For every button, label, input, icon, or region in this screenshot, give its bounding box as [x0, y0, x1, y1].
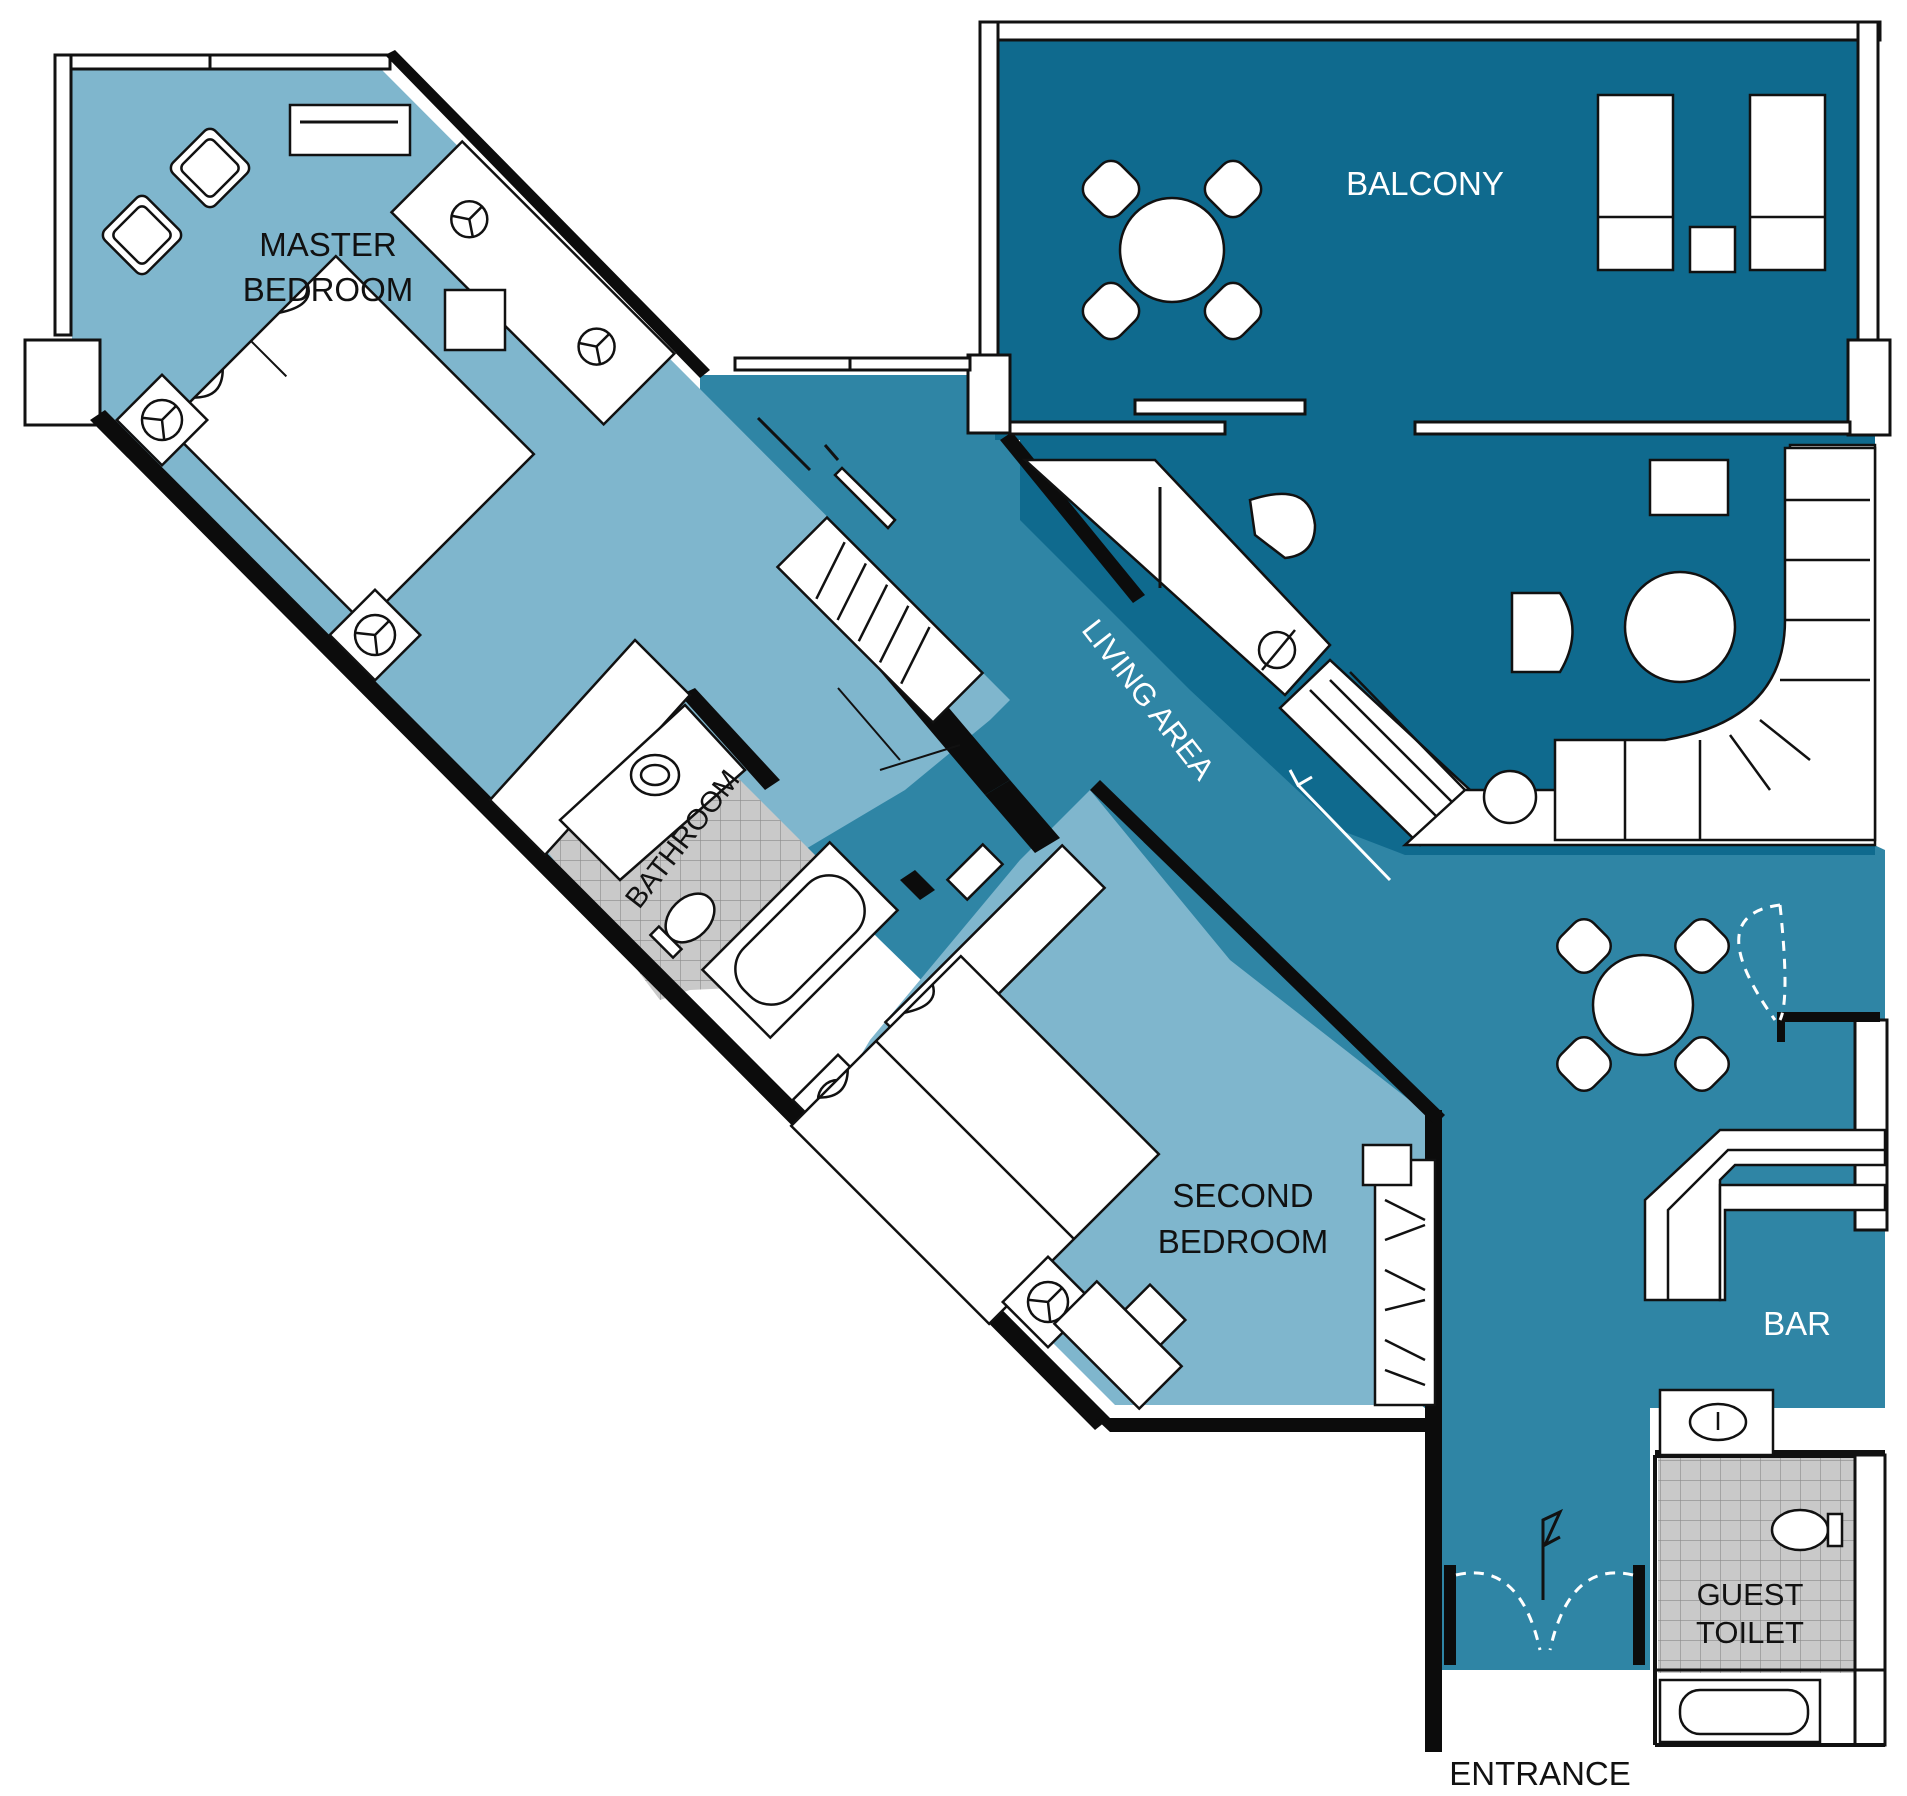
toilet-icon — [648, 892, 716, 960]
sun-lounger-icon — [1596, 93, 1675, 272]
sink-icon — [629, 753, 681, 797]
armchair-icon — [1510, 591, 1574, 674]
bathroom-fixtures — [488, 638, 900, 1040]
entrance-threshold — [1455, 1670, 1645, 1750]
guest-toilet-fixtures — [1658, 1388, 1844, 1744]
wardrobe-icon — [1361, 1143, 1437, 1407]
second-bedroom-label: SECOND — [1172, 1177, 1313, 1214]
bathtub-icon — [700, 840, 900, 1040]
dining-table-icon — [1556, 918, 1730, 1092]
bar-label: BAR — [1763, 1305, 1831, 1342]
armchair-icon — [169, 127, 251, 209]
sink-icon — [1688, 1402, 1748, 1442]
guest-toilet-tile-floor — [1658, 1458, 1858, 1673]
side-table — [443, 288, 507, 352]
master-bedroom-furniture — [101, 103, 985, 725]
living-furniture — [756, 416, 1877, 1092]
second-bedroom-label-2: BEDROOM — [1158, 1223, 1329, 1260]
toilet-icon — [1770, 1508, 1844, 1552]
guest-toilet-label-2: TOILET — [1696, 1615, 1804, 1650]
tv-icon — [288, 103, 412, 157]
sun-lounger-icon — [1748, 93, 1827, 272]
master-bedroom-label: MASTER — [259, 226, 397, 263]
lamp-icon — [114, 372, 210, 468]
master-bedroom-floor — [72, 68, 1010, 905]
lamp-icon — [327, 587, 423, 683]
door-swing-icon — [1455, 1508, 1634, 1651]
wardrobe-icon — [775, 515, 985, 725]
armchair-icon — [101, 194, 183, 276]
coffee-table — [1648, 458, 1730, 517]
entrance-label: ENTRANCE — [1449, 1755, 1631, 1792]
balcony-label: BALCONY — [1346, 165, 1504, 202]
dining-table-icon — [1081, 159, 1263, 341]
second-bedroom-furniture — [789, 842, 1437, 1411]
bathtub-icon — [1658, 1678, 1822, 1744]
door-swing-icon — [1778, 904, 1787, 1021]
side-table — [1688, 225, 1737, 274]
master-bedroom-label-2: BEDROOM — [243, 271, 414, 308]
desk — [1052, 1279, 1184, 1411]
guest-toilet-label: GUEST — [1697, 1577, 1804, 1612]
round-table — [1623, 570, 1737, 684]
balcony-furniture — [1081, 93, 1827, 341]
